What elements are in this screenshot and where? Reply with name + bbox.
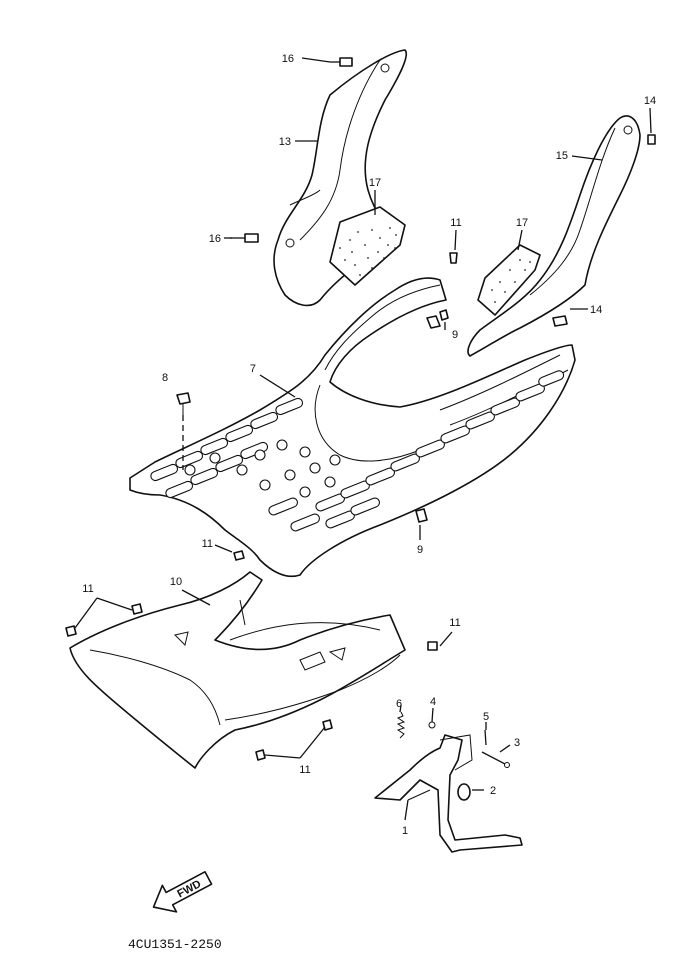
side-cover-right <box>467 115 641 357</box>
screw-16-top <box>330 57 353 67</box>
bushing-2 <box>457 783 471 801</box>
fwd-arrow-icon: FWD <box>152 870 213 913</box>
label-10: 10 <box>170 576 182 588</box>
bottom-cover <box>69 571 406 769</box>
label-2: 2 <box>490 785 496 797</box>
screw-11-upper <box>449 252 458 264</box>
label-11-right: 11 <box>449 617 460 629</box>
nut-9-top <box>426 309 449 329</box>
label-7: 7 <box>250 363 256 375</box>
footboard-slots <box>150 370 565 532</box>
pad-17-left <box>329 206 406 286</box>
label-13: 13 <box>279 136 291 148</box>
screw-11-left <box>65 603 143 637</box>
label-6: 6 <box>396 698 402 710</box>
screw-16-mid <box>230 233 259 243</box>
label-4: 4 <box>430 696 436 708</box>
screw-11-mid <box>233 550 245 561</box>
label-8: 8 <box>162 372 168 384</box>
label-3: 3 <box>514 737 520 749</box>
label-14-bottom: 14 <box>590 304 602 316</box>
label-11-upper: 11 <box>450 217 461 229</box>
fastener-8 <box>176 392 191 415</box>
leader-lines <box>74 57 652 821</box>
label-17-right: 17 <box>516 217 528 229</box>
label-9-top: 9 <box>452 329 458 341</box>
nut-9-mid <box>415 508 428 523</box>
label-15: 15 <box>556 150 568 162</box>
fwd-arrow-text: FWD <box>175 878 203 900</box>
label-17-left: 17 <box>369 177 381 189</box>
screw-14-bottom <box>552 315 568 327</box>
screw-11-bottom <box>255 719 333 761</box>
bolt-3 <box>481 751 510 768</box>
footboard-holes <box>184 439 341 498</box>
label-16-mid: 16 <box>209 233 221 245</box>
label-11-mid: 11 <box>202 538 213 550</box>
label-1: 1 <box>402 825 408 837</box>
label-5: 5 <box>483 711 489 723</box>
drawing-code: 4CU1351-2250 <box>128 937 222 952</box>
pin-5 <box>484 729 487 746</box>
label-14-top: 14 <box>644 95 656 107</box>
label-9-mid: 9 <box>417 544 423 556</box>
part-labels: 16 16 13 17 14 15 17 11 14 9 7 8 9 11 10… <box>82 53 656 837</box>
pad-17-right <box>477 244 541 316</box>
label-11-left: 11 <box>82 583 93 595</box>
washer-4 <box>428 721 436 729</box>
center-stand <box>374 734 523 853</box>
footboard <box>129 277 576 578</box>
spring-6 <box>396 711 406 739</box>
screw-14-top <box>647 134 656 145</box>
label-11-bottom: 11 <box>299 764 310 776</box>
screw-11-right <box>427 641 438 651</box>
label-16-top: 16 <box>282 53 294 65</box>
